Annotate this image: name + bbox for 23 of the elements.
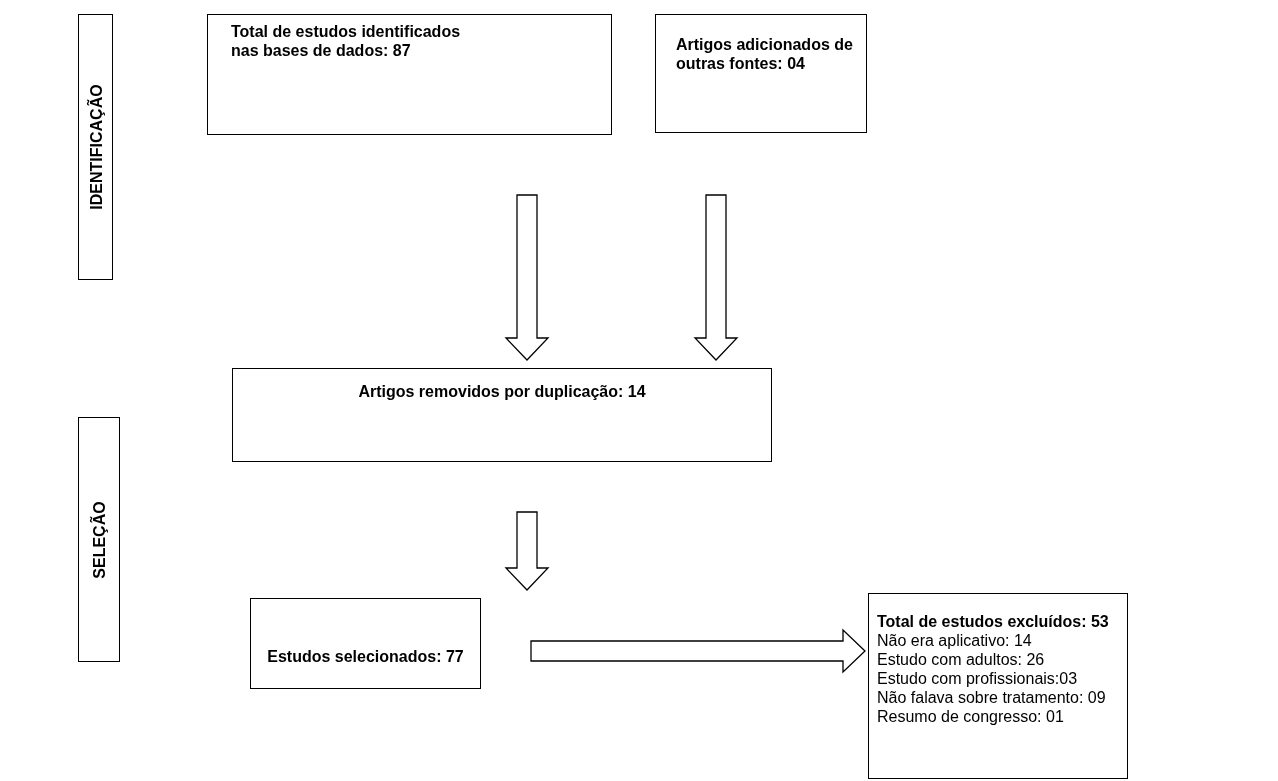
box-heading: Total de estudos excluídos: 53 xyxy=(877,612,1110,631)
exclusion-box xyxy=(868,593,1128,779)
process-box xyxy=(250,598,481,689)
hollow-arrow xyxy=(530,628,866,674)
list-item: Estudo com adultos: 26 xyxy=(877,650,1046,669)
hollow-arrow xyxy=(504,194,550,361)
hollow-arrow xyxy=(693,194,739,361)
stage-label: IDENTIFICAÇÃO xyxy=(86,84,105,210)
box-text: Artigos removidos por duplicação: 14 xyxy=(357,382,647,401)
stage-label: SELEÇÃO xyxy=(89,500,109,579)
box-text: Total de estudos identificados nas bases de dados: 87 xyxy=(231,22,462,60)
list-item: Não era aplicativo: 14 xyxy=(877,631,1033,650)
hollow-arrow xyxy=(504,511,550,591)
list-item: Não falava sobre tratamento: 09 xyxy=(877,688,1107,707)
stage-label-box xyxy=(78,417,120,662)
box-text: Artigos adicionados de outras fontes: 04 xyxy=(676,35,854,73)
list-item: Estudo com profissionais:03 xyxy=(877,669,1079,688)
stage-label-box xyxy=(78,14,113,280)
box-text: Estudos selecionados: 77 xyxy=(266,647,465,666)
list-item: Resumo de congresso: 01 xyxy=(877,707,1065,726)
process-box xyxy=(655,14,867,133)
process-box xyxy=(207,14,612,135)
process-box xyxy=(232,368,772,462)
